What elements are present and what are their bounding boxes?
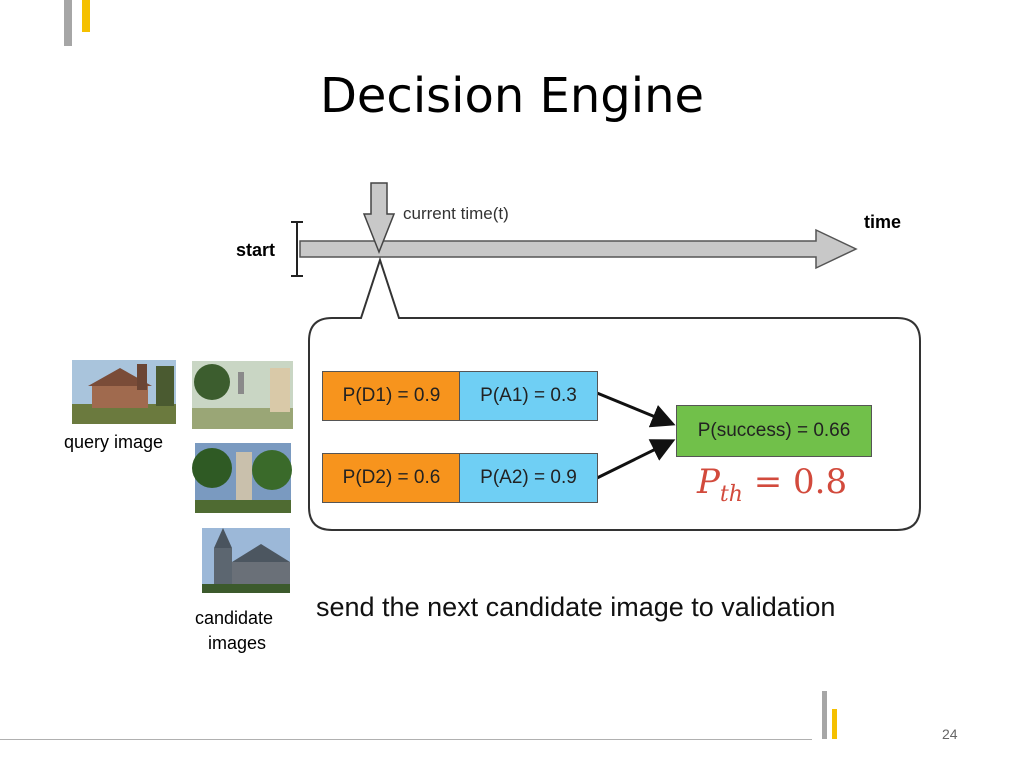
candidate-image-3 [202, 528, 290, 593]
candidate-images-label-line2: images [208, 633, 267, 653]
threshold-value: = 0.8 [753, 462, 848, 502]
candidate-image-2 [192, 443, 292, 513]
slide-title: Decision Engine [319, 68, 705, 124]
threshold-subscript: th [719, 482, 743, 507]
query-image-label: query image [64, 432, 164, 452]
candidate-image-1 [192, 361, 293, 429]
candidate-images-label-line1: candidate [195, 608, 274, 628]
prob-d2-cell: P(D2) = 0.6 [322, 453, 461, 503]
current-time-arrow [362, 182, 396, 255]
header-accent-bar-gold [82, 0, 90, 32]
footer-accent-bar-gold [832, 709, 837, 739]
threshold-symbol: P [697, 462, 720, 502]
time-arrow [299, 228, 858, 270]
prob-a1-cell: P(A1) = 0.3 [459, 371, 598, 421]
start-bracket [291, 221, 303, 277]
query-image [72, 360, 176, 424]
action-caption: send the next candidate image to validat… [316, 592, 836, 622]
footer-accent-bar-grey [822, 691, 827, 739]
success-prob-cell: P(success) = 0.66 [676, 405, 872, 457]
header-accent-bar-grey [64, 0, 72, 46]
prob-a2-cell: P(A2) = 0.9 [459, 453, 598, 503]
connector-arrow-bottom [596, 439, 676, 480]
connector-arrow-top [596, 391, 676, 428]
footer-divider [0, 739, 812, 740]
time-label: time [864, 212, 902, 232]
page-number: 24 [942, 726, 958, 742]
start-label: start [236, 240, 276, 260]
threshold-formula: Pth = 0.8 [697, 462, 847, 507]
current-time-label: current time(t) [403, 204, 509, 223]
prob-d1-cell: P(D1) = 0.9 [322, 371, 461, 421]
